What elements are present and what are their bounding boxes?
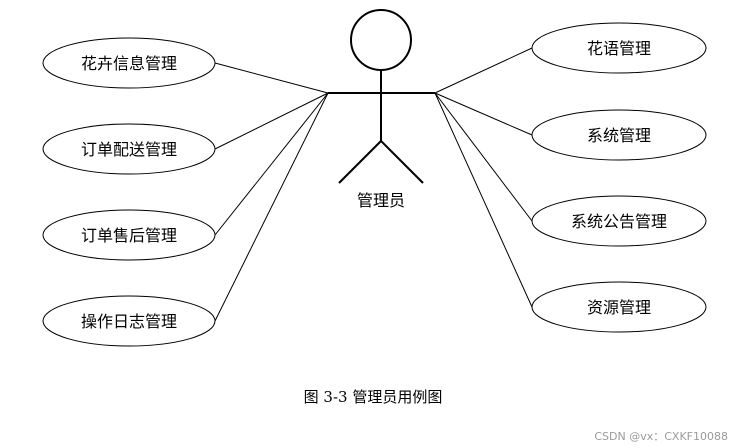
use-case-flower-language: 花语管理 [531, 22, 707, 74]
use-case-label: 花卉信息管理 [81, 54, 177, 73]
actor-head [350, 9, 412, 71]
actor-left-leg [338, 140, 382, 184]
use-case-operation-log: 操作日志管理 [42, 295, 216, 347]
actor-figure [328, 9, 435, 184]
actor-label: 管理员 [357, 191, 405, 210]
watermark: CSDN @vx：CXKF10088 [594, 430, 728, 443]
association-line [214, 92, 329, 236]
use-case-system-notice: 系统公告管理 [531, 195, 707, 247]
use-case-flower-info: 花卉信息管理 [42, 37, 216, 89]
association-line [434, 92, 533, 136]
use-case-order-delivery: 订单配送管理 [42, 123, 216, 175]
use-case-label: 操作日志管理 [81, 312, 177, 331]
association-line [434, 47, 533, 94]
use-case-label: 花语管理 [587, 39, 651, 58]
association-line [434, 92, 533, 222]
figure-caption: 图 3-3 管理员用例图 [303, 388, 443, 406]
association-line [214, 62, 329, 94]
use-case-label: 系统管理 [587, 126, 651, 145]
use-case-order-aftersale: 订单售后管理 [42, 209, 216, 261]
use-case-label: 系统公告管理 [571, 212, 667, 231]
association-line [434, 92, 533, 308]
use-case-label: 订单售后管理 [81, 226, 177, 245]
use-case-label: 资源管理 [587, 298, 651, 317]
association-line [214, 92, 329, 150]
actor-right-leg [380, 140, 424, 184]
use-case-resource: 资源管理 [531, 281, 707, 333]
association-line [214, 92, 329, 322]
use-case-label: 订单配送管理 [81, 140, 177, 159]
use-case-system: 系统管理 [531, 109, 707, 161]
